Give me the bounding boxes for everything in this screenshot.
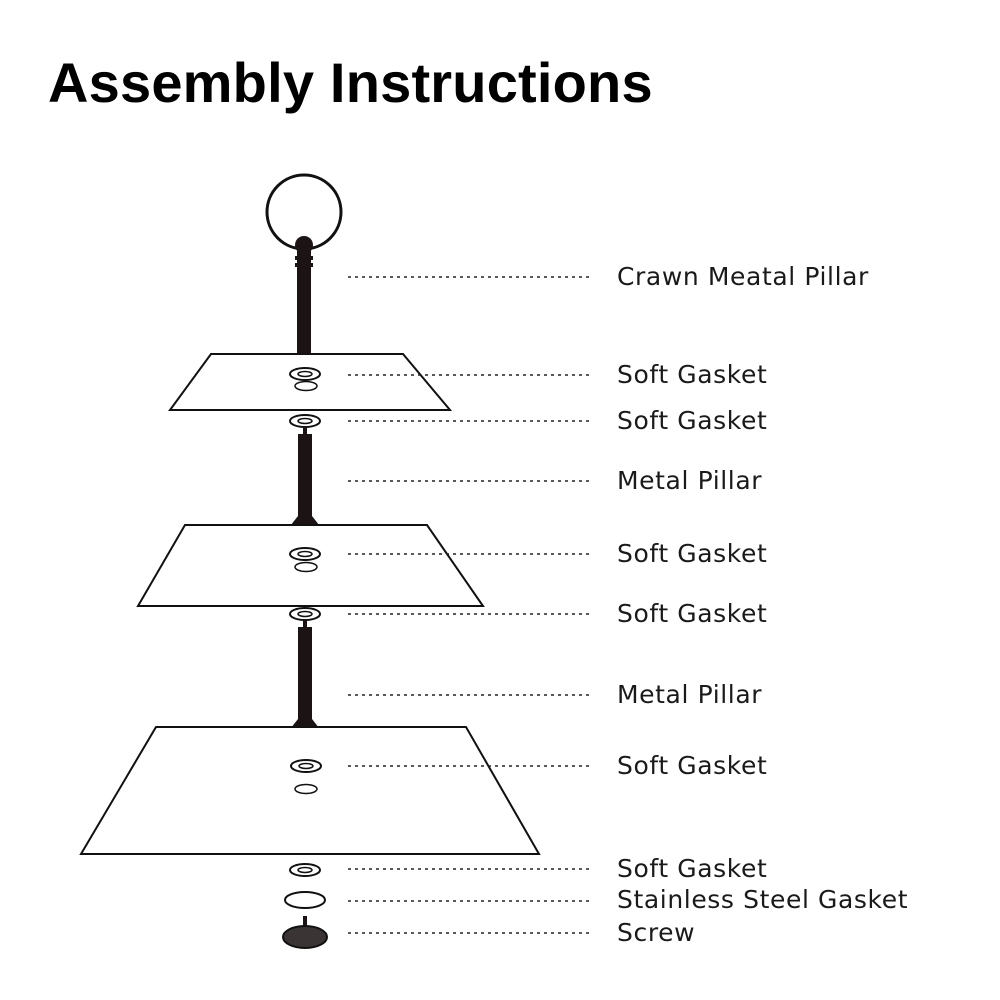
bottom-tier-plate <box>79 726 541 855</box>
middle-tier-plate <box>136 524 485 607</box>
label-soft-gasket: Soft Gasket <box>617 406 768 435</box>
label-soft-gasket: Soft Gasket <box>617 854 768 883</box>
label-screw: Screw <box>617 918 696 947</box>
label-crown-metal-pillar: Crawn Meatal Pillar <box>617 262 869 291</box>
label-soft-gasket: Soft Gasket <box>617 539 768 568</box>
crown-metal-pillar <box>265 173 343 362</box>
label-metal-pillar: Metal Pillar <box>617 680 763 709</box>
label-soft-gasket: Soft Gasket <box>617 751 768 780</box>
soft-gasket-6 <box>289 863 321 877</box>
soft-gasket-4 <box>289 607 321 621</box>
soft-gasket-5 <box>290 759 322 795</box>
stainless-steel-gasket <box>284 891 326 909</box>
page-title: Assembly Instructions <box>48 51 653 114</box>
soft-gasket-1 <box>289 367 321 392</box>
label-soft-gasket: Soft Gasket <box>617 360 768 389</box>
screw <box>282 916 328 949</box>
soft-gasket-2 <box>289 414 321 428</box>
label-stainless-steel-gasket: Stainless Steel Gasket <box>617 885 909 914</box>
label-metal-pillar: Metal Pillar <box>617 466 763 495</box>
leader-lines <box>348 276 592 934</box>
soft-gasket-3 <box>289 547 321 573</box>
label-soft-gasket: Soft Gasket <box>617 599 768 628</box>
